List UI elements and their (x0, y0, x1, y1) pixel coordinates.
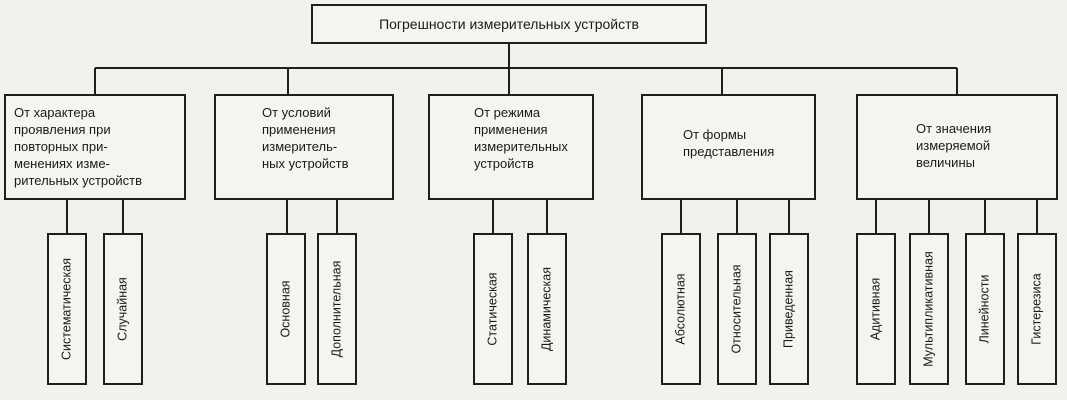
leaf-random: Случайная (103, 233, 143, 385)
leaf-basic: Основная (266, 233, 306, 385)
leaf-reduced: Приведенная (769, 233, 809, 385)
category-measured-value: От значения измеряемой величины (856, 94, 1058, 200)
leaf-label: Систематическая (59, 258, 74, 360)
category-label: От значения измеряемой величины (916, 121, 992, 170)
leaf-dynamic: Динамическая (527, 233, 567, 385)
category-label: От характера проявления при повторных пр… (14, 105, 142, 188)
leaf-label: Основная (278, 280, 293, 338)
leaf-hysteresis: Гистерезиса (1017, 233, 1057, 385)
leaf-additive: Адитивная (856, 233, 896, 385)
leaf-label: Адитивная (868, 277, 883, 341)
root-label: Погрешности измерительных устройств (379, 15, 639, 32)
leaf-label: Абсолютная (673, 273, 688, 345)
category-manifestation: От характера проявления при повторных пр… (4, 94, 186, 200)
leaf-label: Линейности (977, 274, 992, 344)
leaf-linearity: Линейности (965, 233, 1005, 385)
leaf-label: Гистерезиса (1029, 273, 1044, 345)
leaf-label: Относительная (729, 264, 744, 354)
category-label: От формы представления (683, 127, 775, 159)
leaf-relative: Относительная (717, 233, 757, 385)
leaf-label: Динамическая (539, 266, 554, 352)
leaf-label: Случайная (115, 277, 130, 341)
category-representation: От формы представления (641, 94, 816, 200)
root-node: Погрешности измерительных устройств (311, 4, 707, 44)
leaf-additional: Дополнительная (317, 233, 357, 385)
leaf-label: Мультипликативная (921, 251, 936, 367)
leaf-label: Приведенная (781, 270, 796, 348)
leaf-systematic: Систематическая (47, 233, 87, 385)
leaf-label: Дополнительная (329, 260, 344, 358)
leaf-static: Статическая (473, 233, 513, 385)
category-label: От режима применения измерительных устро… (474, 105, 568, 171)
leaf-label: Статическая (485, 272, 500, 346)
leaf-absolute: Абсолютная (661, 233, 701, 385)
category-label: От условий применения измеритель- ных ус… (262, 105, 349, 171)
leaf-multiplicative: Мультипликативная (909, 233, 949, 385)
category-conditions: От условий применения измеритель- ных ус… (214, 94, 394, 200)
category-mode: От режима применения измерительных устро… (428, 94, 594, 200)
